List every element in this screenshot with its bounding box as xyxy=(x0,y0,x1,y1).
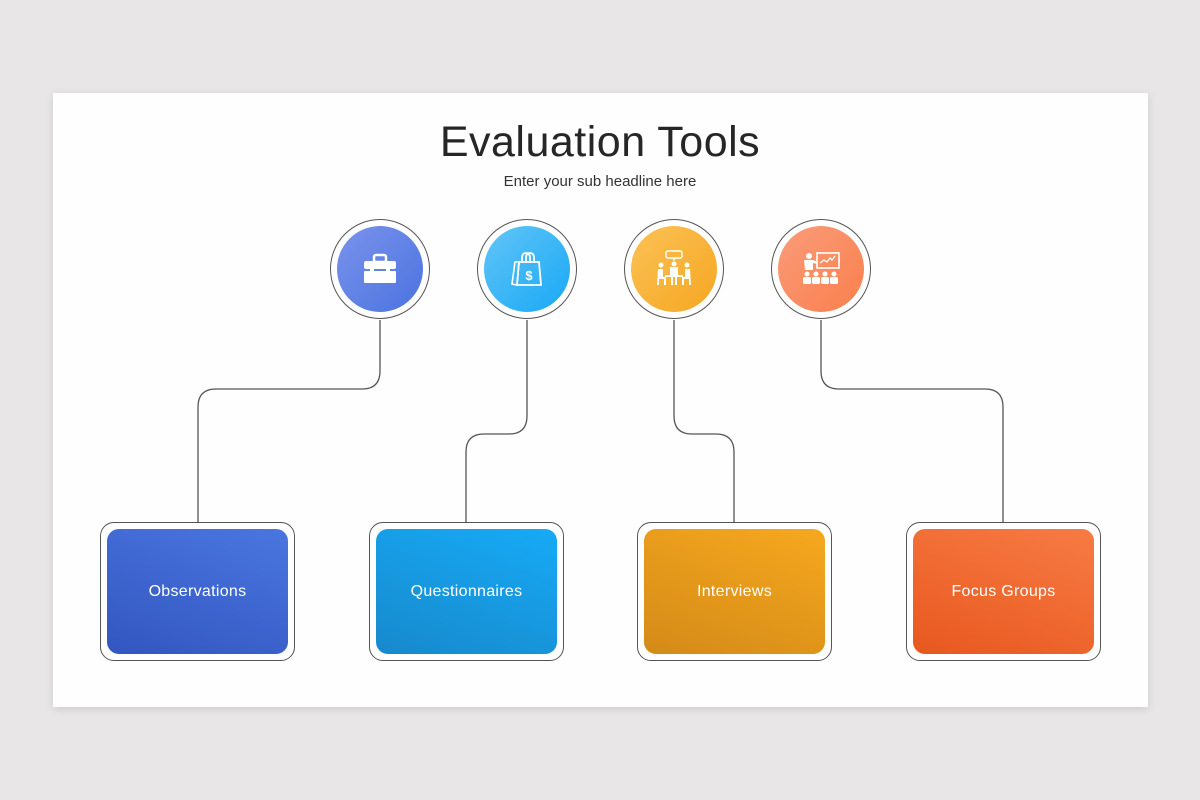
circle-interviews xyxy=(624,219,724,319)
presentation-audience-icon xyxy=(778,226,864,312)
connector-interviews xyxy=(673,320,735,522)
box-label: Interviews xyxy=(644,529,825,654)
connector-focus-groups xyxy=(820,320,1004,522)
box-interviews: Interviews xyxy=(637,522,832,661)
shopping-bag-dollar-icon: $ xyxy=(484,226,570,312)
circle-questionnaires: $ xyxy=(477,219,577,319)
briefcase-icon xyxy=(337,226,423,312)
box-label: Questionnaires xyxy=(376,529,557,654)
slide-title: Evaluation Tools xyxy=(439,118,761,166)
connector-questionnaires xyxy=(465,320,528,522)
box-observations: Observations xyxy=(100,522,295,661)
box-label: Observations xyxy=(107,529,288,654)
svg-text:$: $ xyxy=(525,268,533,283)
box-label: Focus Groups xyxy=(913,529,1094,654)
box-focus-groups: Focus Groups xyxy=(906,522,1101,661)
circle-observations xyxy=(330,219,430,319)
box-questionnaires: Questionnaires xyxy=(369,522,564,661)
connector-observations xyxy=(197,320,381,522)
meeting-table-icon xyxy=(631,226,717,312)
circle-focus-groups xyxy=(771,219,871,319)
slide-subtitle: Enter your sub headline here xyxy=(503,173,697,190)
